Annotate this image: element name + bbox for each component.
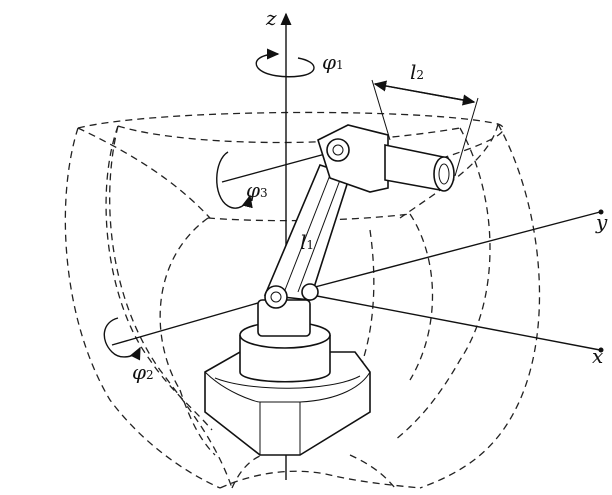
phi3-rotation-arrow xyxy=(216,151,253,209)
phi2-label: φ2 xyxy=(132,360,154,384)
elbow-joint xyxy=(317,124,389,193)
z-axis-label: z xyxy=(266,6,277,30)
l2-dimension xyxy=(371,79,479,177)
y-axis-label: y xyxy=(596,210,608,234)
y-axis xyxy=(295,211,601,293)
arm-link-1 xyxy=(263,164,352,309)
x-axis-label: x xyxy=(592,344,604,368)
phi1-rotation-arrow xyxy=(255,48,315,78)
x-axis xyxy=(295,291,601,351)
phi1-label: φ1 xyxy=(322,50,344,74)
phi2-rotation-arrow xyxy=(103,317,141,361)
robot-turret xyxy=(239,299,331,383)
l1-label: l1 xyxy=(300,230,315,254)
phi3-axis xyxy=(221,149,341,183)
phi3-label: φ3 xyxy=(246,178,268,202)
l2-label: l2 xyxy=(410,60,425,84)
arm-link-2 xyxy=(384,144,455,192)
workspace-envelope xyxy=(64,111,541,489)
